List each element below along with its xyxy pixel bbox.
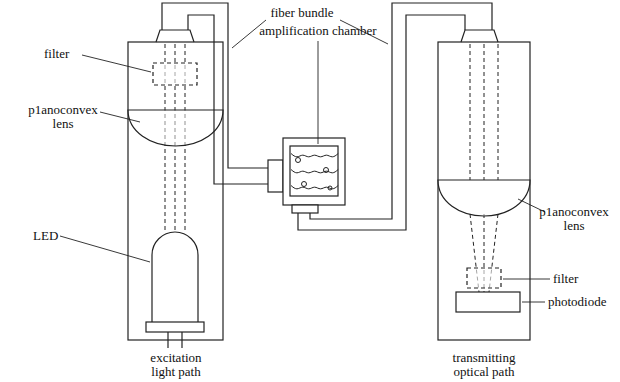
excitation-housing [128, 42, 223, 340]
liquid-wave [291, 154, 338, 157]
chamber-cell [290, 146, 338, 196]
path-caption: transmitting optical path [438, 351, 530, 378]
chamber-outlet [292, 205, 318, 213]
led-lead [167, 332, 168, 348]
transmitting-housing [438, 42, 530, 340]
led-flange [146, 322, 204, 332]
fiber-connector [156, 30, 194, 42]
led-body [152, 232, 198, 322]
liquid-wave [291, 170, 338, 173]
chamber-inlet [268, 160, 283, 192]
callout-label: amplification chamber [243, 24, 393, 38]
leader-lines [60, 20, 550, 302]
fiber-connector [461, 30, 498, 42]
chamber-housing [283, 138, 345, 205]
photodiode [456, 292, 520, 312]
part-label: LED [33, 229, 58, 243]
filter [467, 268, 501, 288]
planoconvex-lens [128, 110, 223, 146]
light-beam [470, 44, 498, 292]
fiber-bundle [162, 3, 492, 230]
planoconvex-lens [438, 180, 530, 216]
bubbles [296, 158, 333, 191]
callout-label: fiber bundle [257, 6, 347, 20]
part-label: p1anoconvex lens [532, 205, 616, 232]
part-label: p1anoconvex lens [22, 103, 104, 130]
filter [153, 63, 197, 85]
part-label: filter [44, 47, 69, 61]
part-label: photodiode [548, 295, 607, 309]
liquid-waves [291, 154, 338, 189]
part-label: filter [553, 272, 578, 286]
led-lead [181, 332, 182, 348]
path-caption: excitation light path [140, 351, 212, 378]
